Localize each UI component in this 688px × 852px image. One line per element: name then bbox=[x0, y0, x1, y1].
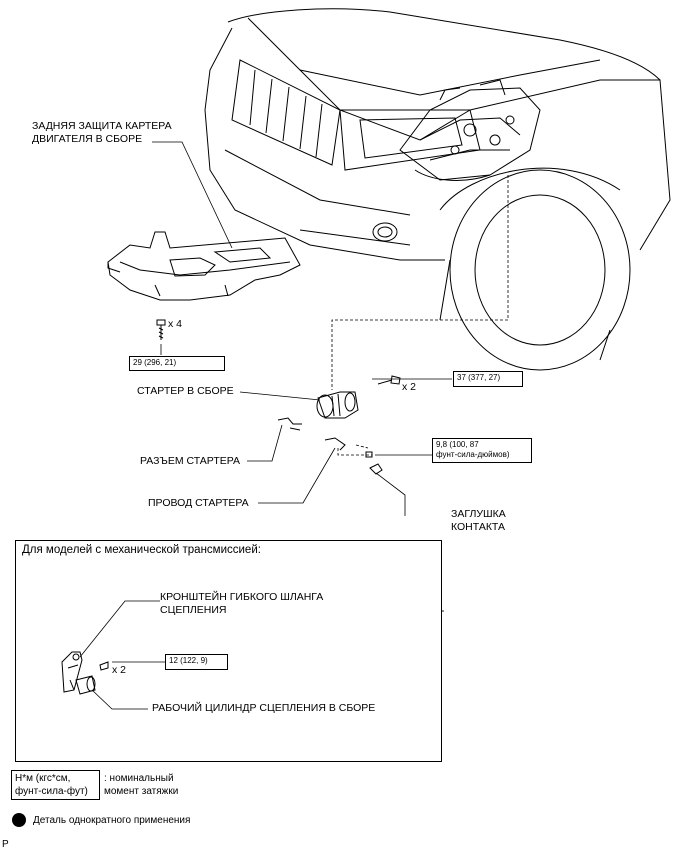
clutch-cylinder-illustration bbox=[61, 651, 96, 695]
clutch-torque-spec: 12 (122, 9) bbox=[165, 654, 228, 670]
starter-bolt bbox=[377, 375, 401, 385]
rear-skid-plate-label: ЗАДНЯЯ ЗАЩИТА КАРТЕРА ДВИГАТЕЛЯ В СБОРЕ bbox=[32, 120, 172, 145]
skid-plate-bolt-qty: x 4 bbox=[168, 318, 183, 330]
location-leader bbox=[331, 175, 509, 390]
clutch-hose-bracket-label: КРОНШТЕЙН ГИБКОГО ШЛАНГА СЦЕПЛЕНИЯ bbox=[160, 591, 324, 616]
inset-leaders bbox=[79, 600, 165, 710]
non-reusable-legend-text: Деталь однократного применения bbox=[33, 815, 191, 826]
terminal-nut-illustration bbox=[365, 451, 373, 458]
inset-title: Для моделей с механической трансмиссией: bbox=[22, 544, 261, 556]
vehicle-front-illustration bbox=[204, 8, 671, 371]
terminal-nut-torque-spec: 9,8 (100, 87 фунт-сила-дюймов) bbox=[432, 438, 532, 463]
starter-bolt-qty: x 2 bbox=[402, 381, 417, 393]
starter-connector-label: РАЗЪЕМ СТАРТЕРА bbox=[140, 455, 241, 467]
clutch-bolt-qty: x 2 bbox=[112, 664, 127, 676]
clutch-bolt bbox=[99, 661, 109, 671]
terminal-cap-label: ЗАГЛУШКА КОНТАКТА bbox=[451, 508, 506, 533]
clutch-release-cylinder-label: РАБОЧИЙ ЦИЛИНДР СЦЕПЛЕНИЯ В СБОРЕ bbox=[152, 702, 376, 714]
torque-legend-description: : номинальный момент затяжки bbox=[104, 773, 179, 797]
starter-torque-spec: 37 (377, 27) bbox=[453, 371, 523, 387]
connector-illustration bbox=[277, 417, 302, 425]
corner-mark: P bbox=[2, 839, 9, 850]
starter-illustration bbox=[316, 391, 359, 419]
skid-plate-illustration bbox=[107, 231, 301, 301]
skid-plate-torque-spec: 29 (296, 21) bbox=[129, 356, 225, 371]
starter-label: СТАРТЕР В СБОРЕ bbox=[137, 385, 234, 397]
leader-lines bbox=[152, 141, 452, 516]
skid-plate-bolt bbox=[156, 319, 166, 340]
starter-wire-label: ПРОВОД СТАРТЕРА bbox=[148, 497, 249, 509]
torque-unit-legend: Н*м (кгс*см, фунт-сила-фут) bbox=[11, 770, 100, 800]
terminal-cap-illustration bbox=[369, 463, 383, 475]
starter-wire-illustration bbox=[324, 437, 346, 451]
manual-transmission-inset bbox=[15, 540, 442, 762]
non-reusable-part-icon bbox=[12, 813, 26, 827]
